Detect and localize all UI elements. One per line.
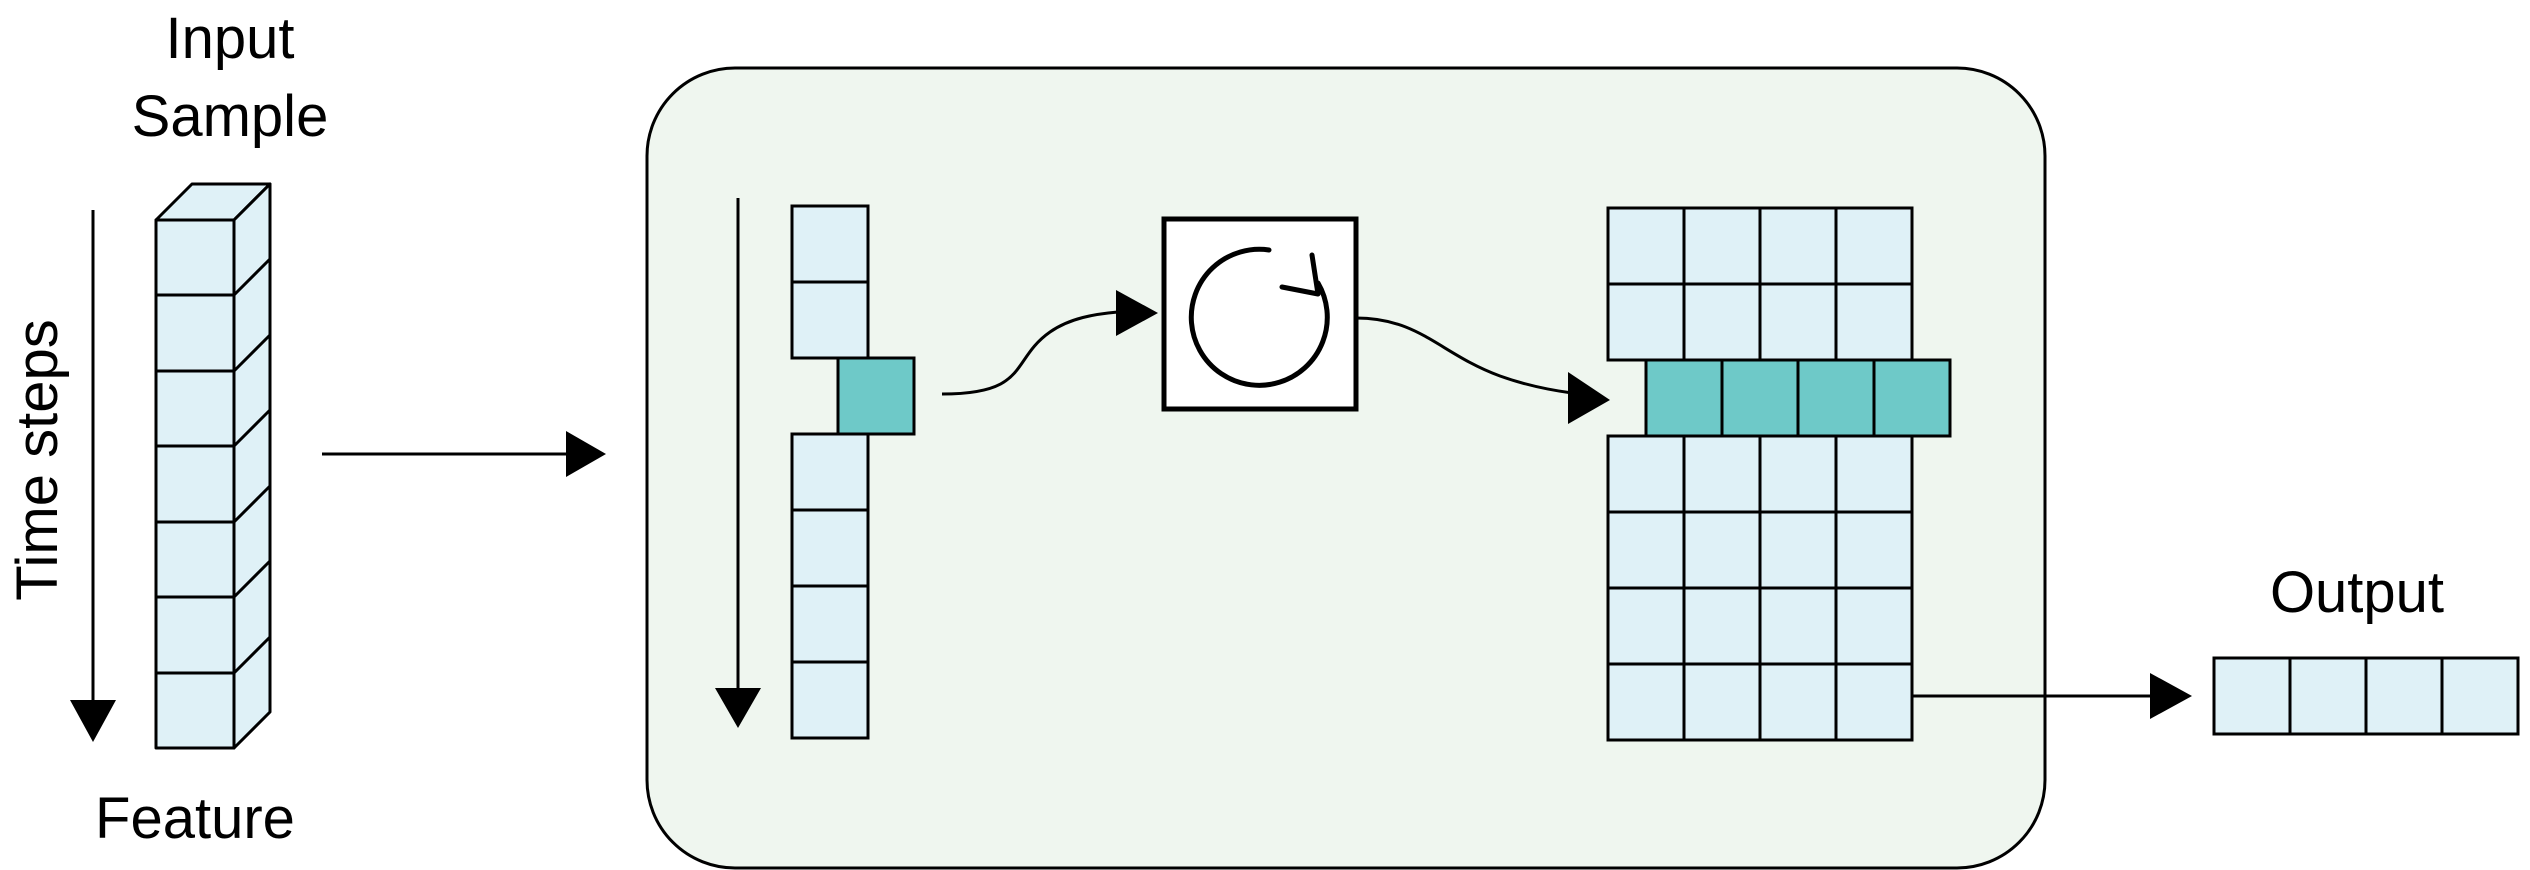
matrix-cell (1606, 662, 1686, 742)
input-title-line1: Input (166, 6, 295, 71)
matrix-cell-current (1872, 358, 1952, 438)
matrix-cell (1606, 586, 1686, 666)
matrix-cell (1834, 662, 1914, 742)
matrix-cell (1682, 510, 1762, 590)
matrix-cell (1682, 282, 1762, 362)
matrix-cell (1834, 510, 1914, 590)
input-side-divider (232, 559, 272, 599)
output-cell (2212, 656, 2292, 736)
input-column (154, 182, 272, 750)
matrix-cell (1606, 510, 1686, 590)
output-vector (2212, 656, 2520, 736)
matrix-cell (1834, 586, 1914, 666)
matrix-cell-current (1796, 358, 1876, 438)
input-to-panel-arrowhead (566, 431, 606, 477)
output: Output (2212, 560, 2520, 736)
sequence-cell-current (836, 356, 916, 436)
cell-to-matrix-arrowhead (1568, 372, 1610, 424)
input-side-divider (232, 333, 272, 373)
sequence-cell (790, 280, 870, 360)
input-side-divider (232, 408, 272, 448)
output-cell (2364, 656, 2444, 736)
hidden-state-matrix (1606, 206, 1952, 742)
output-label: Output (2270, 560, 2444, 625)
time-axis-arrowhead (70, 700, 116, 742)
input-sample: Input Sample Time steps Feature (5, 6, 328, 851)
matrix-cell (1758, 434, 1838, 514)
matrix-cell (1682, 586, 1762, 666)
step-to-cell-curve (941, 310, 1119, 396)
matrix-cell (1758, 510, 1838, 590)
sequence-cell (790, 432, 870, 512)
matrix-cell (1758, 282, 1838, 362)
matrix-cell (1834, 282, 1914, 362)
input-side-divider (232, 484, 272, 524)
matrix-cell-current (1720, 358, 1800, 438)
cell-to-matrix-curve (1355, 316, 1573, 395)
matrix-cell (1834, 206, 1914, 286)
input-side-divider (232, 635, 272, 675)
matrix-cell (1606, 206, 1686, 286)
input-title-line2: Sample (132, 84, 329, 149)
matrix-cell (1606, 282, 1686, 362)
matrix-cell (1682, 662, 1762, 742)
matrix-cell (1758, 586, 1838, 666)
output-cell (2440, 656, 2520, 736)
time-steps-label: Time steps (5, 319, 70, 600)
matrix-cell (1758, 206, 1838, 286)
sequence-cell (790, 204, 870, 284)
feature-label: Feature (95, 786, 295, 851)
inner-time-axis-arrowhead (715, 688, 761, 728)
loop-arrow-icon (1188, 246, 1330, 388)
matrix-cell-current (1644, 358, 1724, 438)
loop-arrow-icon-head (1279, 252, 1321, 297)
matrix-to-output-arrowhead (2150, 673, 2192, 719)
sequence-cell (790, 508, 870, 588)
input-column-front-face (154, 218, 236, 750)
sequence-cell (790, 660, 870, 740)
matrix-cell (1758, 662, 1838, 742)
recurrent-cell-box (1161, 216, 1359, 412)
recurrent-cell (1161, 216, 1359, 412)
input-side-divider (232, 257, 272, 297)
step-to-cell-arrowhead (1116, 290, 1158, 336)
output-cell (2288, 656, 2368, 736)
input-column-side-face (232, 182, 272, 750)
matrix-cell (1682, 206, 1762, 286)
matrix-cell (1682, 434, 1762, 514)
sequence-column (790, 204, 916, 740)
sequence-cell (790, 584, 870, 664)
matrix-cell (1606, 434, 1686, 514)
matrix-cell (1834, 434, 1914, 514)
